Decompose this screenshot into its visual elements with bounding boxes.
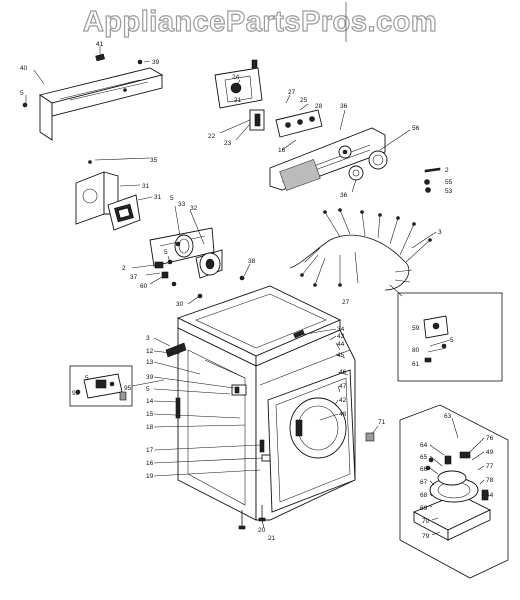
callout-label: 27 — [288, 89, 296, 96]
callout-label: 5 — [20, 90, 24, 97]
control-knobs-part — [348, 150, 388, 181]
callout-label: 16 — [146, 460, 154, 467]
callout-label: 79 — [422, 533, 430, 540]
callout-label: 23 — [224, 140, 232, 147]
callout-label: 21 — [268, 535, 276, 542]
wiring-harness-part — [289, 208, 432, 297]
callout-label: 45 — [337, 352, 345, 359]
callout-label: 61 — [412, 361, 420, 368]
callout-label: 33 — [178, 201, 186, 208]
control-bracket-left-part — [165, 342, 247, 396]
callout-label: 32 — [190, 205, 198, 212]
callout-label: 67 — [420, 479, 428, 486]
callout-label: 12 — [146, 348, 154, 355]
callout-label: 14 — [146, 398, 154, 405]
callout-label: 63 — [444, 413, 452, 420]
callout-label: 95 — [124, 385, 132, 392]
callout-label: 65 — [420, 454, 428, 461]
callout-label: 24 — [232, 74, 240, 81]
callout-label: 69 — [420, 505, 428, 512]
callout-label: 95 — [72, 390, 80, 397]
callout-label: 16 — [278, 147, 286, 154]
callout-label: 56 — [412, 125, 420, 132]
callout-label: 48 — [339, 411, 347, 418]
callout-label: 38 — [248, 258, 256, 265]
callout-label: 3 — [438, 229, 442, 236]
callout-label: 13 — [146, 359, 154, 366]
callout-label: 47 — [339, 383, 347, 390]
callout-label: 19 — [146, 473, 154, 480]
callout-label: 37 — [130, 274, 138, 281]
callout-label: 31 — [154, 194, 162, 201]
callout-label: 59 — [412, 325, 420, 332]
callout-label: 25 — [300, 97, 308, 104]
callout-label: 70 — [422, 518, 430, 525]
cover-bracket-part — [75, 171, 119, 225]
callout-label: 36 — [340, 103, 348, 110]
callout-label: 55 — [445, 179, 453, 186]
callout-label: 44 — [486, 492, 494, 499]
callout-label: 53 — [445, 188, 453, 195]
callout-label: 28 — [315, 103, 323, 110]
callout-label: 18 — [146, 424, 154, 431]
callout-label: 5 — [170, 195, 174, 202]
callout-labels: 40 5 39 41 24 21 27 25 28 36 22 23 16 56… — [20, 41, 494, 542]
small-hardware-part — [154, 241, 181, 287]
callout-label: 80 — [412, 347, 420, 354]
callout-label: 64 — [420, 442, 428, 449]
callout-label: 43 — [337, 333, 345, 340]
pump-part — [195, 249, 223, 279]
callout-label: 30 — [176, 301, 184, 308]
tub-base-assembly — [412, 451, 492, 541]
callout-label: 27 — [342, 299, 350, 306]
callout-label: 20 — [258, 527, 266, 534]
callout-label: 77 — [486, 463, 494, 470]
callout-label: 2 — [122, 265, 126, 272]
callout-label: 49 — [486, 449, 494, 456]
callout-label: 66 — [420, 466, 428, 473]
callout-label: 42 — [339, 397, 347, 404]
callout-label: 39 — [146, 374, 154, 381]
callout-label: 5 — [146, 386, 150, 393]
callout-label: 71 — [378, 419, 386, 426]
callout-label: 76 — [486, 435, 494, 442]
timer-switch-part — [249, 109, 265, 131]
callout-label: 21 — [234, 97, 242, 104]
callout-label: 2 — [445, 167, 449, 174]
base-frame — [399, 404, 509, 579]
callout-label: 5 — [85, 375, 89, 382]
callout-label: 39 — [152, 59, 160, 66]
callout-label: 5 — [450, 337, 454, 344]
callout-label: 22 — [208, 133, 216, 140]
callout-label: 31 — [142, 183, 150, 190]
screws-right-part — [424, 167, 441, 193]
control-plate-part — [275, 109, 323, 138]
callout-label: 46 — [339, 369, 347, 376]
leveling-legs-part — [238, 505, 266, 530]
part-71 — [365, 432, 375, 442]
callout-label: 40 — [20, 65, 28, 72]
watermark-text: AppliancePartsPros.com — [82, 5, 438, 38]
terminal-block-part — [107, 194, 141, 231]
callout-label: 78 — [486, 477, 494, 484]
callout-label: 5 — [164, 249, 168, 256]
callout-label: 34 — [337, 326, 345, 333]
inset-box-left — [69, 365, 133, 407]
console-rail-part — [22, 53, 164, 141]
control-bracket-part — [214, 59, 263, 109]
callout-label: 44 — [337, 341, 345, 348]
callout-label: 17 — [146, 447, 154, 454]
washer-door-part — [289, 397, 347, 459]
callout-label: 60 — [140, 283, 148, 290]
callout-label: 35 — [150, 157, 158, 164]
callout-label: 3 — [146, 335, 150, 342]
callout-label: 15 — [146, 411, 154, 418]
inset-box-right — [397, 292, 503, 382]
callout-label: 41 — [96, 41, 104, 48]
callout-label: 68 — [420, 492, 428, 499]
callout-label: 36 — [340, 192, 348, 199]
control-console-panel — [269, 127, 386, 191]
